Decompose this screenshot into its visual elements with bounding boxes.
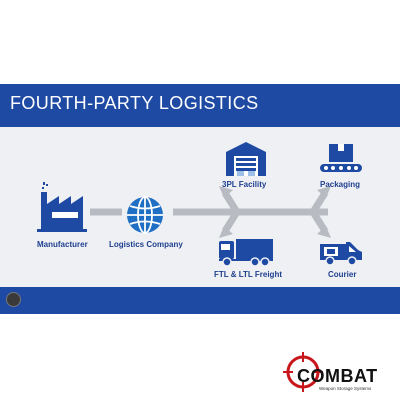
label-logistics-company: Logistics Company (109, 240, 183, 249)
label-packaging: Packaging (320, 180, 361, 189)
label-ftl-ltl-freight: FTL & LTL Freight (214, 270, 282, 279)
crosshair-logo-icon (283, 352, 323, 392)
arrow-to-freight (222, 210, 240, 233)
page-title: FOURTH-PARTY LOGISTICS (10, 93, 259, 113)
truck-icon (219, 239, 273, 267)
warehouse-icon (226, 142, 266, 176)
arrowhead-3pl (219, 186, 233, 198)
image-search-thumbnail[interactable] (6, 292, 21, 307)
arrowhead-courier (317, 226, 331, 238)
label-manufacturer: Manufacturer (37, 240, 88, 249)
van-icon (320, 242, 362, 266)
conveyor-box-icon (320, 144, 362, 172)
arrow-to-packaging (310, 191, 328, 214)
factory-icon (37, 182, 87, 232)
arrowhead-freight (219, 226, 233, 238)
label-3pl-facility: 3PL Facility (222, 180, 267, 189)
title-bar: FOURTH-PARTY LOGISTICS (0, 84, 400, 127)
brand-name: COMBAT (297, 366, 378, 386)
bottom-bar (0, 287, 400, 314)
label-courier: Courier (328, 270, 357, 279)
globe-icon (127, 196, 163, 234)
arrow-to-courier (310, 210, 328, 233)
arrow-to-3pl (222, 191, 240, 214)
brand-tagline: Weapon Storage Systems (319, 386, 372, 391)
arrowhead-packaging (317, 186, 331, 198)
